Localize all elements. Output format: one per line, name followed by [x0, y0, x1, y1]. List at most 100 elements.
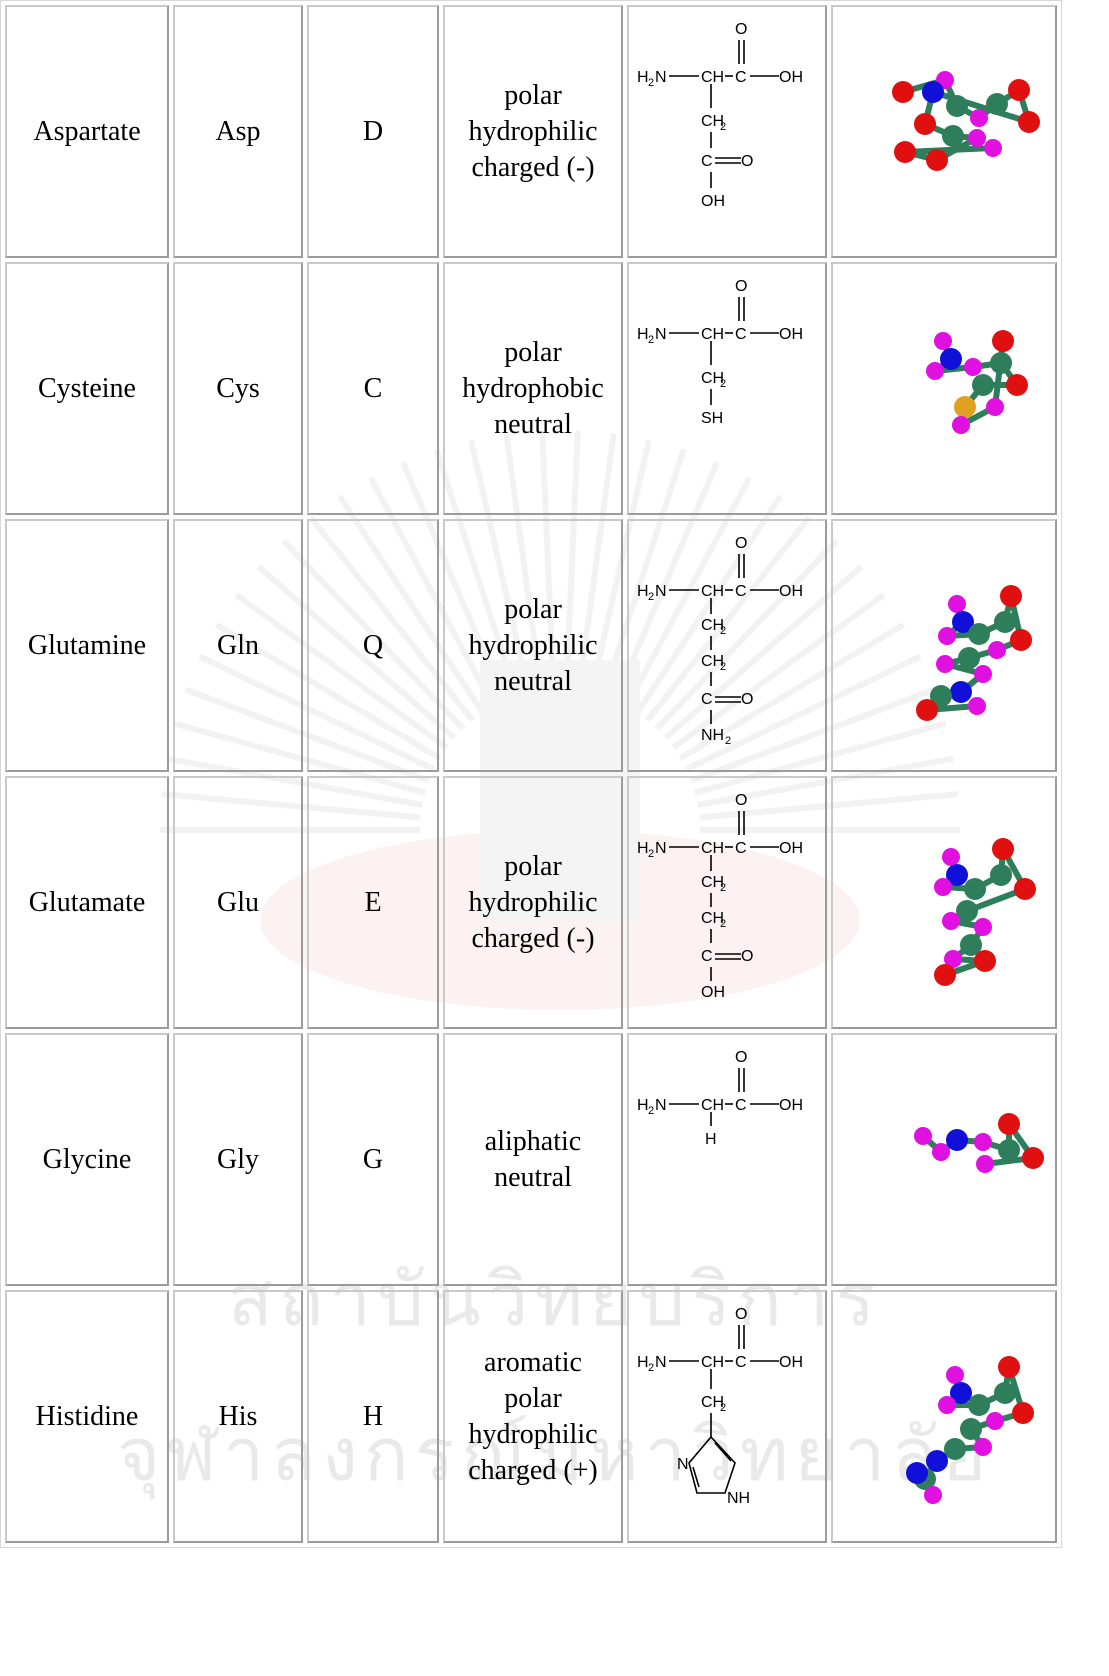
three-letter-code: Gln: [173, 519, 303, 772]
carbonyl-carbon-label: C: [735, 326, 747, 343]
ball-model-cell: [831, 776, 1057, 1029]
amine-h-label: H: [637, 1097, 649, 1114]
oxygen-atom: [914, 112, 936, 135]
carbon-atom: [968, 622, 990, 645]
oxygen-atom: [1018, 110, 1040, 133]
amine-h-label: H: [637, 840, 649, 857]
nitrogen-atom: [952, 610, 974, 633]
amine-n-label: N: [655, 583, 667, 600]
hydrogen-atom: [952, 415, 970, 434]
oxygen-atom: [1008, 78, 1030, 101]
ring-double-bond: [692, 1466, 700, 1487]
imidazole-ring: [688, 1435, 736, 1494]
carbon-atom: [942, 124, 964, 147]
ball-bond: [992, 340, 1006, 407]
hydrogen-atom: [964, 357, 982, 376]
hydrogen-atom: [938, 626, 956, 645]
hydrogen-atom: [986, 397, 1004, 416]
amide-nh-label: NH: [701, 727, 724, 744]
property-line: hydrophilic: [468, 886, 598, 918]
oxygen-atom: [926, 148, 948, 171]
ball-model-G: [914, 1112, 1044, 1173]
sulfur-atom: [954, 395, 976, 418]
amine-subscript: 2: [648, 334, 654, 346]
oxygen-atom: [998, 1112, 1020, 1135]
ball-model-cell: [831, 262, 1057, 515]
ring-double-bond: [714, 1441, 732, 1462]
methylene-subscript: 2: [720, 882, 726, 894]
carbon-atom: [930, 684, 952, 707]
three-letter-code: Glu: [173, 776, 303, 1029]
amine-n-label: N: [655, 326, 667, 343]
carbonyl-oxygen-label: O: [735, 1049, 747, 1066]
oxygen-atom: [1006, 373, 1028, 396]
amine-subscript: 2: [648, 1105, 654, 1117]
hydrogen-atom: [946, 1365, 964, 1384]
hydrogen-atom: [942, 911, 960, 930]
ball-model-E: [934, 837, 1036, 986]
amide-oxygen-label: O: [741, 691, 753, 708]
hydrogen-atom: [942, 847, 960, 866]
methylene-label: CH: [701, 910, 724, 927]
side-carbon-label: C: [701, 153, 713, 170]
property-line: hydrophilic: [468, 1418, 598, 1450]
oxygen-atom: [1010, 628, 1032, 651]
nitrogen-atom: [950, 680, 972, 703]
property-line: neutral: [494, 408, 572, 440]
carbon-atom: [990, 863, 1012, 886]
nitrogen-atom: [906, 1461, 928, 1484]
carbon-atom: [972, 373, 994, 396]
hydrogen-atom: [936, 654, 954, 673]
methylene-label: CH: [701, 653, 724, 670]
nitrogen-atom: [926, 1449, 948, 1472]
hydroxyl-label: OH: [779, 1097, 803, 1114]
thiol-label: SH: [701, 410, 723, 427]
property-line: neutral: [494, 1161, 572, 1193]
amino-acid-name: Glutamine: [5, 519, 169, 772]
ball-model-D: [892, 70, 1040, 171]
hydrogen-atom: [988, 640, 1006, 659]
carbonyl-carbon-label: C: [735, 583, 747, 600]
carbonyl-carbon-label: C: [735, 1354, 747, 1371]
ball-model-C: [926, 329, 1028, 434]
hydrogen-atom: [924, 1485, 942, 1504]
amine-subscript: 2: [648, 1362, 654, 1374]
carbon-atom: [946, 94, 968, 117]
property-line: hydrophobic: [462, 372, 604, 404]
ring-nh-label: NH: [727, 1490, 750, 1507]
amine-subscript: 2: [648, 77, 654, 89]
carbon-atom: [960, 933, 982, 956]
carbonyl-oxygen-label: O: [735, 792, 747, 809]
ball-model-cell: [831, 519, 1057, 772]
property-line: charged (-): [471, 151, 595, 183]
property-line: hydrophilic: [468, 115, 598, 147]
methylene-subscript: 2: [720, 1402, 726, 1414]
methylene-label: CH: [701, 113, 724, 130]
one-letter-code: E: [307, 776, 439, 1029]
hydrogen-atom: [932, 1142, 950, 1161]
carbon-atom: [960, 1417, 982, 1440]
carbonyl-oxygen-label: O: [735, 1306, 747, 1323]
nitrogen-atom: [946, 1128, 968, 1151]
amine-subscript: 2: [648, 591, 654, 603]
oxygen-atom: [998, 1355, 1020, 1378]
property-line: polar: [504, 850, 562, 882]
methylene-label: CH: [701, 370, 724, 387]
amine-n-label: N: [655, 1354, 667, 1371]
three-letter-code: His: [173, 1290, 303, 1543]
